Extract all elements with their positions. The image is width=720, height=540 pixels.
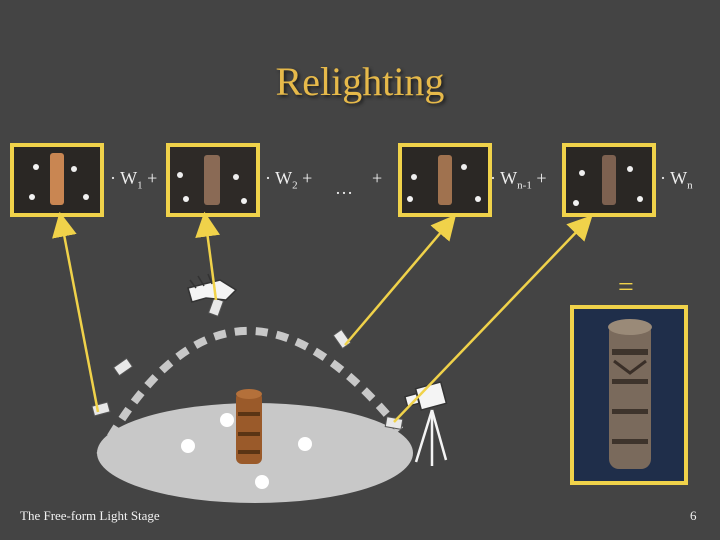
lamp-icon [112,357,134,377]
basis-image-1 [10,143,104,217]
weight-label-n-1: · Wn-1 + [490,168,547,192]
lamp-icon [332,328,352,350]
light-spot [298,437,312,451]
lamp-icon [91,401,111,417]
lamp-icon [207,297,225,317]
basis-image-2 [166,143,260,217]
basis-image-n [562,143,656,217]
ellipsis: … [335,178,353,198]
weight-label-2: · W2 + [265,168,313,192]
hand-icon [187,273,238,303]
light-spot [220,413,234,427]
dome-arc [96,327,404,457]
basis-image-1-photo [14,147,100,213]
basis-image-n-1-photo [402,147,488,213]
basis-image-2-photo [170,147,256,213]
equals-sign: = [618,272,634,303]
light-spot [181,439,195,453]
weight-label-n: · Wn [660,168,693,192]
slide-footer: The Free-form Light Stage [20,508,160,523]
camera-icon [403,381,448,466]
statue-object [236,389,262,464]
arrow-to-image-n-1 [344,214,457,346]
arrow-to-image-n [393,214,593,423]
basis-image-n-1 [398,143,492,217]
slide-title: Relighting [275,59,445,104]
arrow-to-image-1 [52,211,100,413]
basis-image-n-photo [566,147,652,213]
plus-sign: + [372,168,383,188]
relit-result-photo [574,309,684,481]
lamp-icon [384,416,404,430]
light-spot [255,475,269,489]
page-number: 6 [690,508,697,523]
relit-result-image [570,305,688,485]
weight-label-1: · W1 + [110,168,158,192]
arrow-to-image-2 [195,211,221,301]
